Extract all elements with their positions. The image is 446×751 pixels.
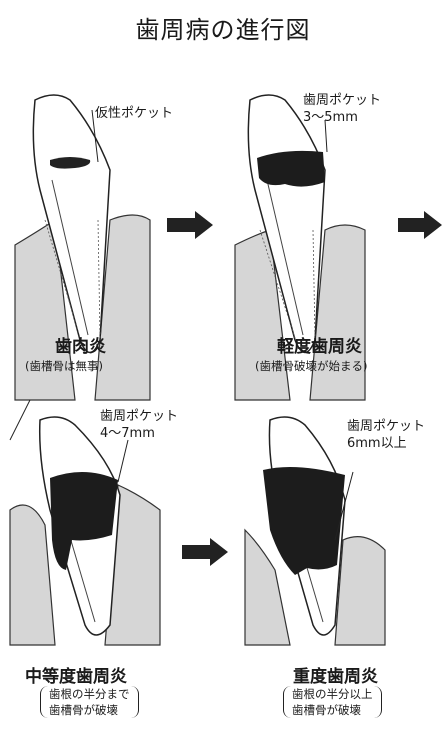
stage-note: (歯槽骨破壊が始まる) [255, 358, 367, 374]
progression-arrow [180, 537, 230, 567]
stage-note: 歯根の半分まで 歯槽骨が破壊 [40, 686, 139, 718]
stage-name: 中等度歯周炎 [25, 662, 127, 687]
stage-moderate-periodontitis: 歯周ポケット 4〜7mm 中等度歯周炎 歯根の半分まで 歯槽骨が破壊 [0, 400, 215, 740]
pocket-label: 仮性ポケット [95, 105, 173, 122]
stage-name: 歯肉炎 [55, 332, 106, 357]
pocket-label: 歯周ポケット 3〜5mm [303, 92, 381, 126]
diagram-title: 歯周病の進行図 [0, 10, 446, 45]
pocket-label: 歯周ポケット 6mm以上 [347, 418, 425, 452]
stage-name: 軽度歯周炎 [277, 332, 362, 357]
stage-severe-periodontitis: 歯周ポケット 6mm以上 重度歯周炎 歯根の半分以上 歯槽骨が破壊 [235, 400, 446, 740]
stage-name: 重度歯周炎 [293, 662, 378, 687]
stage-note: (歯槽骨は無事) [25, 358, 103, 374]
progression-arrow [165, 210, 215, 240]
stage-note: 歯根の半分以上 歯槽骨が破壊 [283, 686, 382, 718]
pocket-label: 歯周ポケット 4〜7mm [100, 408, 178, 442]
stage-mild-periodontitis: 歯周ポケット 3〜5mm 軽度歯周炎 (歯槽骨破壊が始まる) [215, 70, 415, 380]
progression-arrow [396, 210, 444, 240]
